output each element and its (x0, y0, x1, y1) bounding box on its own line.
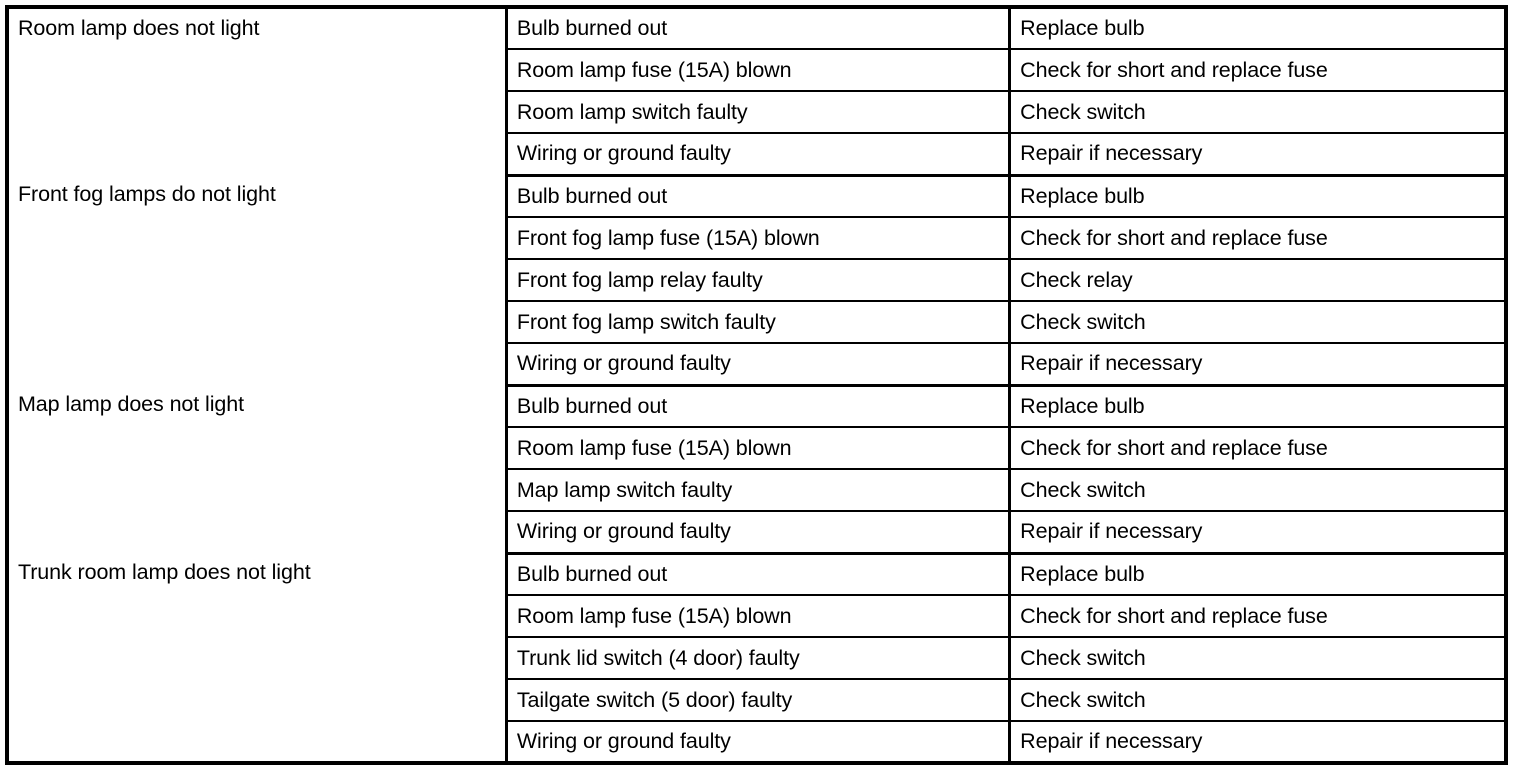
remedy-cell: Repair if necessary (1009, 343, 1506, 387)
symptom-cell: Map lamp does not light (7, 385, 508, 553)
possible-cause-cell: Room lamp fuse (15A) blown (506, 595, 1012, 638)
possible-cause-cell: Wiring or ground faulty (506, 343, 1012, 387)
possible-cause-cell: Front fog lamp fuse (15A) blown (506, 217, 1012, 260)
possible-cause-cell: Room lamp switch faulty (506, 91, 1012, 134)
remedy-cell: Repair if necessary (1020, 729, 1203, 754)
possible-cause-cell: Bulb burned out (506, 553, 1012, 596)
possible-cause-cell: Room lamp fuse (15A) blown (506, 49, 1012, 92)
remedy-cell: Check for short and replace fuse (1009, 49, 1506, 92)
table-row: Wiring or ground faulty Repair if necessa… (7, 721, 1506, 763)
possible-cause-cell: Front fog lamp relay faulty (506, 259, 1012, 302)
possible-cause-cell: Front fog lamp switch faulty (506, 301, 1012, 344)
possible-cause-cell: Bulb burned out (506, 175, 1012, 218)
symptom-cell: Room lamp does not light (7, 7, 508, 175)
possible-cause-cell: Bulb burned out (506, 7, 1012, 50)
remedy-cell: Check switch (1009, 679, 1506, 722)
possible-cause-cell: Tailgate switch (5 door) faulty (506, 679, 1012, 722)
remedy-cell: Repair if necessary (1009, 133, 1506, 177)
possible-cause-cell: Wiring or ground faulty (506, 511, 1012, 555)
possible-cause-cell: Room lamp fuse (15A) blown (506, 427, 1012, 470)
symptom-cell: Trunk room lamp does not light (7, 553, 508, 763)
remedy-cell: Replace bulb (1009, 553, 1506, 596)
remedy-cell: Check switch (1009, 469, 1506, 512)
remedy-cell: Check switch (1009, 637, 1506, 680)
remedy-cell: Check for short and replace fuse (1009, 217, 1506, 260)
remedy-cell: Repair if necessary (1009, 511, 1506, 555)
remedy-cell: Check switch (1009, 301, 1506, 344)
remedy-cell: Check for short and replace fuse (1009, 427, 1506, 470)
possible-cause-cell: Map lamp switch faulty (506, 469, 1012, 512)
symptom-cell: Front fog lamps do not light (7, 175, 508, 385)
remedy-cell: Check switch (1009, 91, 1506, 134)
possible-cause-cell: Wiring or ground faulty (506, 721, 1012, 763)
remedy-cell: Replace bulb (1009, 7, 1506, 50)
remedy-cell: Replace bulb (1009, 385, 1506, 428)
remedy-cell: Check relay (1009, 259, 1506, 302)
possible-cause-cell: Wiring or ground faulty (506, 133, 1012, 177)
possible-cause-cell: Bulb burned out (506, 385, 1012, 428)
possible-cause-cell: Trunk lid switch (4 door) faulty (506, 637, 1012, 680)
remedy-cell: Replace bulb (1009, 175, 1506, 218)
remedy-cell: Check for short and replace fuse (1009, 595, 1506, 638)
